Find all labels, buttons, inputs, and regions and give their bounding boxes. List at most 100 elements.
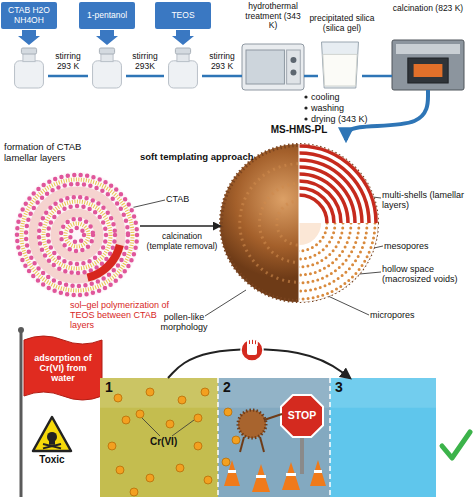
ion-label: Cr(VI) bbox=[150, 436, 194, 447]
art-circle bbox=[290, 57, 296, 63]
art-circle bbox=[299, 146, 376, 223]
art-circle bbox=[39, 197, 115, 273]
art-circle bbox=[299, 223, 359, 283]
connector-group bbox=[48, 76, 428, 378]
art-circle bbox=[221, 145, 377, 301]
art-circle bbox=[304, 106, 307, 109]
process-connector bbox=[126, 75, 164, 78]
art-circle bbox=[299, 174, 348, 223]
art-line bbox=[205, 290, 246, 316]
process-connector bbox=[362, 75, 392, 78]
process-connector bbox=[48, 75, 88, 78]
art-polygon bbox=[281, 395, 323, 437]
art-circle bbox=[299, 223, 321, 245]
step-note: drying (343 K) bbox=[311, 114, 387, 124]
art-rect bbox=[15, 61, 44, 88]
art-rect bbox=[93, 61, 122, 88]
step-title: calcination (823 K) bbox=[392, 4, 464, 14]
art-line bbox=[328, 296, 369, 315]
art-circle bbox=[299, 223, 327, 251]
reagent-chevrons bbox=[18, 30, 194, 45]
step-note: cooling bbox=[311, 92, 381, 102]
step-title: precipitated silica (silica gel) bbox=[302, 14, 382, 33]
art-circle bbox=[304, 117, 307, 120]
reagent-bottle: 1-pentanol bbox=[88, 48, 126, 88]
process-connector bbox=[304, 75, 318, 78]
reagent-tag: TEOS bbox=[155, 2, 211, 29]
silica-beaker-shape bbox=[318, 40, 362, 88]
silica-sphere-shape bbox=[220, 140, 378, 306]
art-circle bbox=[299, 223, 335, 259]
art-circle bbox=[14, 172, 140, 298]
art-polygon bbox=[18, 30, 40, 45]
check-mark bbox=[442, 432, 470, 458]
art-rect bbox=[242, 44, 304, 90]
zone-dividers bbox=[218, 378, 330, 497]
art-rect bbox=[100, 378, 218, 497]
step-bullets bbox=[304, 95, 307, 120]
water-zone-shape bbox=[330, 378, 436, 497]
connector-label: stirring 293 K bbox=[48, 52, 88, 71]
art-rect bbox=[169, 61, 198, 88]
silica-beaker: precipitated silica (silica gel) bbox=[318, 40, 362, 88]
reagent-bottle: CTAB H2O NH4OH bbox=[10, 48, 48, 88]
process-connector bbox=[168, 349, 350, 378]
art-rect bbox=[175, 48, 190, 54]
art-circle bbox=[48, 206, 106, 264]
art-circle bbox=[299, 144, 378, 223]
reagent-tag: 1-pentanol bbox=[79, 2, 135, 29]
reagent-bottle-shape bbox=[10, 48, 48, 88]
connector-label: stirring 293 K bbox=[202, 52, 242, 71]
step-note: washing bbox=[311, 103, 381, 113]
art-rect bbox=[101, 54, 113, 62]
flag-pole bbox=[20, 330, 23, 497]
art-polygon bbox=[172, 30, 194, 45]
reagent-tag: CTAB H2O NH4OH bbox=[1, 2, 57, 29]
art-rect bbox=[49, 440, 55, 445]
connector-label: stirring 293K bbox=[126, 52, 164, 71]
art-rect bbox=[250, 339, 252, 345]
hazard-label: Toxic bbox=[22, 454, 82, 465]
template-title: formation of CTAB lamellar layers bbox=[4, 142, 116, 163]
stop-text: STOP bbox=[280, 394, 324, 438]
hydrothermal-oven: hydrothermal treatment (343 K) bbox=[242, 44, 304, 90]
art-circle bbox=[61, 219, 93, 251]
art-circle bbox=[299, 223, 375, 299]
water-zone: 3 bbox=[330, 378, 436, 497]
art-rect bbox=[253, 339, 255, 345]
water-zone: 2STOP bbox=[218, 378, 330, 497]
calcination-furnace: calcination (823 K) bbox=[392, 40, 464, 90]
art-line bbox=[43, 444, 61, 448]
toxic-sign: Toxic bbox=[32, 416, 72, 452]
hydrothermal-oven-shape bbox=[242, 44, 304, 90]
art-path bbox=[322, 42, 359, 88]
connector-label: calcination (template removal) bbox=[144, 232, 220, 251]
component-label: CTAB bbox=[166, 194, 200, 204]
reagent-bottle-shape bbox=[88, 48, 126, 88]
structure-callout: pollen-like morphology bbox=[148, 312, 220, 332]
art-circle bbox=[241, 339, 263, 361]
art-path bbox=[323, 54, 357, 86]
lamellar-template: formation of CTAB lamellar layers bbox=[14, 172, 140, 298]
art-g bbox=[14, 172, 140, 298]
art-rect bbox=[256, 341, 258, 346]
art-rect bbox=[414, 64, 443, 77]
art-circle bbox=[304, 95, 307, 98]
art-circle bbox=[299, 160, 362, 223]
art-rect bbox=[408, 58, 448, 83]
art-line bbox=[43, 444, 61, 448]
reagent-bottle-shape bbox=[164, 48, 202, 88]
structure-callout: multi-shells (lamellar layers) bbox=[382, 190, 472, 210]
zone-number: 2 bbox=[223, 380, 245, 396]
art-g bbox=[299, 144, 378, 223]
process-connector bbox=[202, 75, 242, 78]
reagent-bottle: TEOS bbox=[164, 48, 202, 88]
art-path bbox=[87, 244, 124, 282]
structure-callout: hollow space (macrosized voids) bbox=[382, 264, 472, 284]
art-rect bbox=[330, 378, 436, 408]
art-circle bbox=[70, 228, 84, 242]
art-polygon bbox=[96, 30, 118, 45]
calcination-furnace-shape bbox=[392, 40, 464, 90]
art-circle bbox=[26, 184, 128, 286]
step-title: hydrothermal treatment (343 K) bbox=[241, 2, 305, 31]
